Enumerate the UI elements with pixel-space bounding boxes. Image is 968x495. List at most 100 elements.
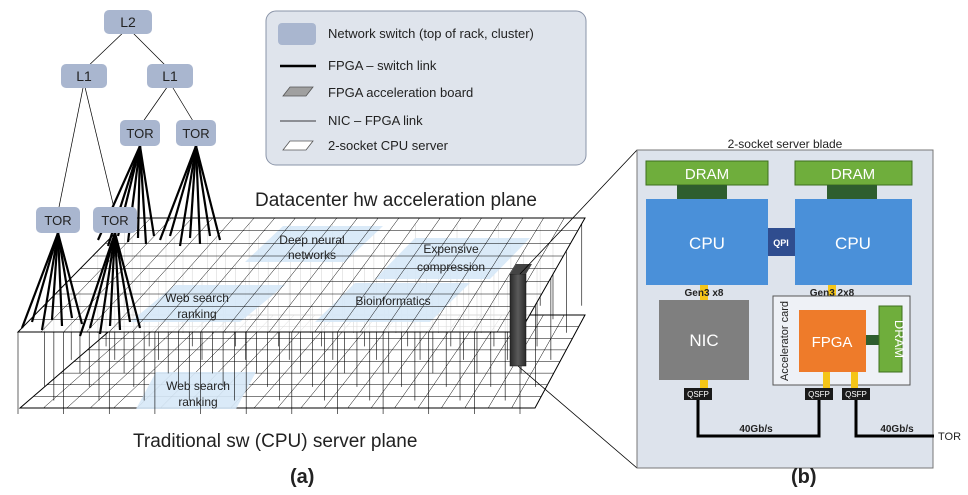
switch-tor-bottom-right: TOR — [93, 207, 137, 233]
server-blade: 2-socket server blade DRAM DRAM CPU CPU … — [636, 137, 961, 469]
grid-line — [382, 217, 462, 333]
switch-l1-right: L1 — [147, 64, 193, 88]
grid-line — [177, 217, 275, 333]
grid-line — [314, 217, 400, 333]
fpga-switch-link — [56, 232, 64, 327]
fpga-switch-links — [20, 145, 222, 337]
sw-region-web-search — [136, 372, 256, 409]
fpga-switch-link — [56, 232, 74, 319]
region-dnn-line1: Deep neural — [279, 233, 344, 247]
grid-line — [131, 217, 234, 333]
switch-l2-label: L2 — [120, 14, 136, 30]
fpga-switch-link — [50, 232, 60, 321]
legend-item-switch: Network switch (top of rack, cluster) — [328, 26, 534, 41]
switch-l1-left: L1 — [61, 64, 107, 88]
cpu-left — [646, 199, 768, 285]
fpga-switch-link — [56, 232, 84, 325]
fpga-switch-link — [194, 145, 202, 245]
fpga-switch-link — [113, 232, 122, 331]
qsfp-nic — [684, 388, 712, 400]
tor-top-right-label: TOR — [182, 126, 209, 141]
blade-title: 2-socket server blade — [728, 137, 843, 151]
hw-region-bioinformatics — [315, 283, 470, 322]
hw-region-dnn — [245, 226, 383, 262]
fpga-tor-cable — [854, 400, 934, 438]
gen3-left-connector — [700, 285, 708, 300]
fpga-switch-link — [78, 232, 117, 337]
dram-right-connector — [827, 185, 877, 199]
cpu-right-label: CPU — [835, 234, 871, 253]
fpga-uplink-left — [823, 372, 830, 388]
region-dnn-line2: networks — [288, 248, 336, 262]
region-compression-line2: compression — [417, 260, 485, 274]
qpi-link — [768, 228, 795, 256]
fpga-switch-link — [20, 232, 60, 329]
fpga-switch-link — [188, 145, 198, 239]
switch-tor-top-right: TOR — [176, 120, 216, 146]
fpga-switch-link — [158, 145, 198, 241]
fpga-switch-link — [194, 145, 212, 237]
fpga-uplink-right — [851, 372, 858, 388]
tor-bottom-right-label: TOR — [101, 213, 128, 228]
legend: Network switch (top of rack, cluster) FP… — [265, 10, 587, 166]
fpga-switch-link — [98, 232, 117, 335]
fpga-dram-label: DRAM — [892, 320, 907, 358]
cpu-left-label: CPU — [689, 234, 725, 253]
fpga-switch-link — [88, 232, 117, 329]
nic-label: NIC — [689, 331, 718, 350]
grid-line — [405, 217, 482, 333]
qsfp-fpga-left — [805, 388, 833, 400]
tor-top-left-label: TOR — [126, 126, 153, 141]
qsfp-fpga-right-label: QSFP — [845, 390, 867, 399]
fpga-dram-link — [866, 335, 879, 345]
hw-plane-title: Datacenter hw acceleration plane — [255, 190, 537, 211]
gen3-right-label: Gen3 2x8 — [810, 288, 855, 299]
fpga-label: FPGA — [812, 334, 853, 351]
grid-line — [428, 217, 503, 333]
caption-b: (b) — [791, 466, 817, 488]
legend-item-nic-fpga-link: NIC – FPGA link — [328, 113, 423, 128]
fpga-switch-link — [138, 145, 148, 245]
grid-line — [223, 217, 317, 333]
grid-line — [337, 217, 420, 333]
legend-fpga-board-swatch — [282, 86, 314, 97]
fpga-switch-link — [194, 145, 222, 241]
accelerator-card-label: Accelerator card — [779, 301, 791, 381]
fpga-switch-link — [138, 145, 156, 237]
fpga-switch-link — [136, 145, 142, 239]
link-speed-fpga-tor: 40Gb/s — [880, 424, 914, 435]
grid-line — [291, 217, 379, 333]
grid-line — [360, 217, 441, 333]
fpga-dram — [878, 305, 903, 373]
qpi-label: QPI — [773, 238, 789, 248]
sw-plane-title: Traditional sw (CPU) server plane — [133, 431, 417, 452]
grid-line — [496, 217, 565, 333]
tor-bottom-left-label: TOR — [44, 213, 71, 228]
grid-line — [200, 217, 296, 333]
tree-links — [57, 27, 197, 213]
legend-item-cpu-server: 2-socket CPU server — [328, 138, 449, 153]
cpu-right — [795, 199, 912, 285]
fpga-switch-link — [113, 232, 132, 323]
grid-line — [451, 217, 524, 333]
fpga-switch-link — [40, 232, 60, 331]
sw-region-websearch-line1: Web search — [166, 379, 230, 393]
grid-line — [40, 217, 151, 333]
grid-line — [245, 217, 338, 333]
region-compression-line1: Expensive — [423, 242, 479, 256]
link-speed-nic-fpga: 40Gb/s — [739, 424, 773, 435]
switch-l1-right-label: L1 — [162, 68, 178, 84]
rack-highlight — [509, 149, 638, 469]
fpga-switch-link — [30, 232, 60, 323]
switch-tor-top-left: TOR — [120, 120, 160, 146]
grid-line — [519, 217, 586, 333]
legend-switch-swatch — [278, 23, 316, 45]
nic-fpga-cable — [696, 400, 821, 438]
fpga-switch-link — [113, 232, 142, 329]
hw-plane — [16, 217, 586, 333]
tor-endpoint-label: TOR — [938, 431, 961, 443]
fpga — [799, 310, 866, 372]
grid-line — [109, 217, 213, 333]
caption-a: (a) — [290, 466, 314, 488]
legend-item-fpga-switch-link: FPGA – switch link — [328, 58, 437, 73]
